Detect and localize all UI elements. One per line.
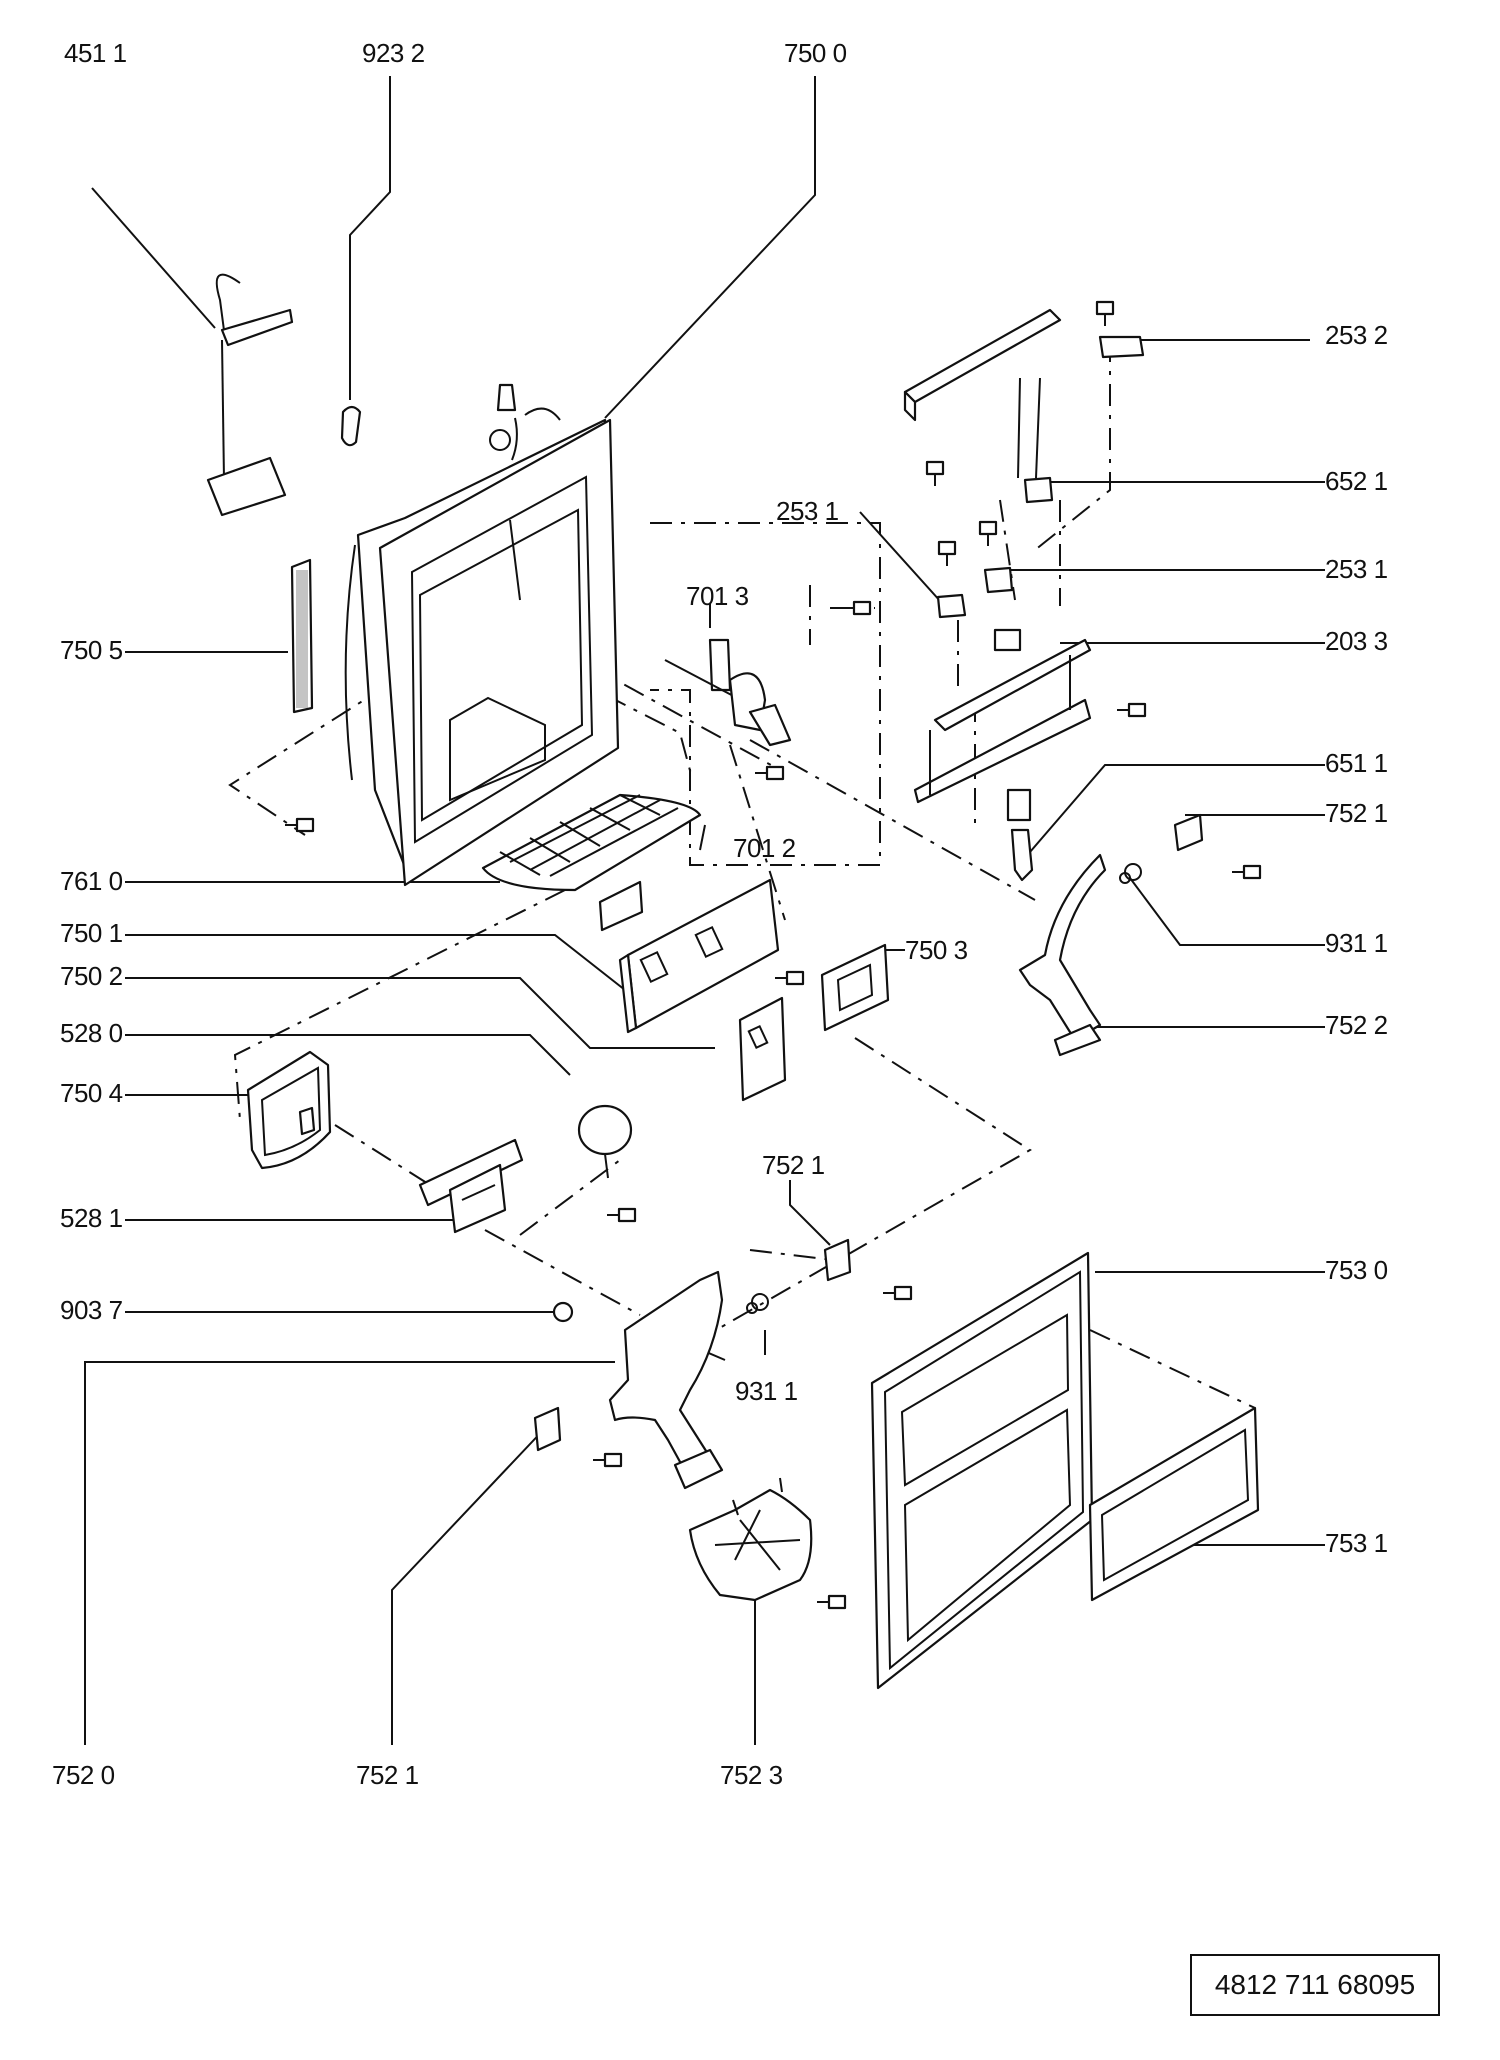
part-923-clip (340, 405, 362, 447)
callout-253-1-left: 253 1 (776, 496, 839, 526)
callout-750-1: 750 1 (60, 918, 123, 948)
part-931-springs (746, 863, 1142, 1314)
callout-701-3: 701 3 (686, 581, 749, 611)
part-528-0-solenoid (577, 1104, 633, 1179)
part-752-2-lever (1018, 853, 1107, 1057)
part-752-3-chute (688, 1477, 813, 1602)
part-903-stud (552, 1301, 574, 1323)
callout-753-0: 753 0 (1325, 1255, 1388, 1285)
callout-750-0: 750 0 (784, 38, 847, 68)
screws (285, 300, 1262, 1610)
part-528-1-bracket (418, 1138, 524, 1234)
callout-752-0: 752 0 (52, 1760, 115, 1790)
callout-923-2: 923 2 (362, 38, 425, 68)
part-750-2-plate (738, 996, 787, 1102)
callout-761-0: 761 0 (60, 866, 123, 896)
callout-750-3: 750 3 (905, 935, 968, 965)
callout-652-1: 652 1 (1325, 466, 1388, 496)
callout-253-1-right: 253 1 (1325, 554, 1388, 584)
callout-253-2: 253 2 (1325, 320, 1388, 350)
callout-750-2: 750 2 (60, 961, 123, 991)
callout-750-4: 750 4 (60, 1078, 123, 1108)
part-753-0-door (870, 1251, 1094, 1690)
callout-752-1-mid: 752 1 (762, 1150, 825, 1180)
callout-753-1: 753 1 (1325, 1528, 1388, 1558)
part-651-lamp-holder (1006, 788, 1034, 882)
callout-451-1: 451 1 (64, 38, 127, 68)
part-750-3-bracket (820, 943, 890, 1032)
callout-931-1-bottom: 931 1 (735, 1376, 798, 1406)
part-750-1-panel (598, 878, 780, 1034)
part-750-5-foam-strip (290, 558, 314, 714)
callout-752-3: 752 3 (720, 1760, 783, 1790)
callout-752-1-top: 752 1 (1325, 798, 1388, 828)
callout-701-2: 701 2 (733, 833, 796, 863)
part-761-grid (481, 793, 702, 892)
part-switch-assembly (903, 308, 1145, 804)
part-750-4-cover (246, 1050, 332, 1170)
part-752-1-clips (533, 813, 1204, 1452)
part-752-0-lever (608, 1270, 724, 1490)
leader-lines (84, 76, 1325, 1745)
callout-528-1: 528 1 (60, 1203, 123, 1233)
part-451-bracket (206, 273, 294, 517)
callout-752-1-bottom: 752 1 (356, 1760, 419, 1790)
callout-903-7: 903 7 (60, 1295, 123, 1325)
callout-931-1-top: 931 1 (1325, 928, 1388, 958)
part-753-1-plate (1088, 1406, 1260, 1602)
callout-528-0: 528 0 (60, 1018, 123, 1048)
callout-752-2: 752 2 (1325, 1010, 1388, 1040)
callout-203-3: 203 3 (1325, 626, 1388, 656)
callout-651-1: 651 1 (1325, 748, 1388, 778)
part-701-lever (664, 638, 792, 747)
callout-750-5: 750 5 (60, 635, 123, 665)
part-750-housing (344, 383, 620, 887)
document-number: 4812 711 68095 (1190, 1954, 1440, 2016)
